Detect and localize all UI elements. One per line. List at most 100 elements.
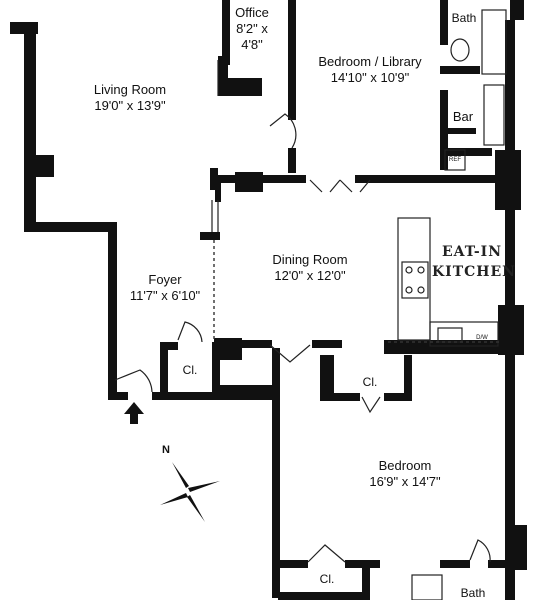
wall [280, 560, 308, 568]
wall-pier [505, 525, 527, 570]
bedroom-library-dims: 14'10" x 10'9" [330, 70, 410, 85]
kitchen-counter [429, 321, 499, 347]
dishwasher-label: D/W [476, 335, 488, 341]
wall [200, 232, 220, 240]
bathtub [481, 9, 507, 75]
door-swing [269, 344, 311, 363]
wall [272, 348, 280, 598]
wall [24, 222, 116, 232]
bathtub [411, 574, 443, 600]
wall [440, 148, 492, 156]
bar-counter [483, 84, 505, 146]
door-swing [309, 179, 371, 193]
bath-top-label: Bath [451, 11, 477, 25]
dining-room-name: Dining Room [272, 252, 348, 267]
fridge [444, 149, 466, 171]
wall [24, 22, 36, 227]
wall [212, 342, 220, 392]
wall [288, 148, 296, 173]
wall [278, 592, 370, 600]
wall [488, 560, 508, 568]
wall [440, 66, 480, 74]
foyer-label: Foyer 11'7" x 6'10" [115, 272, 215, 304]
window [211, 200, 219, 232]
wall-pier [10, 22, 38, 34]
bath-bottom-label: Bath [460, 586, 486, 600]
wall [108, 222, 117, 392]
wall [440, 128, 476, 134]
living-room-dims: 19'0" x 13'9" [94, 98, 166, 113]
wall-pier [30, 155, 54, 177]
wall [160, 342, 168, 392]
wall [404, 355, 412, 401]
wall [215, 182, 221, 202]
entry-arrow [124, 402, 144, 424]
dining-room-label: Dining Room 12'0" x 12'0" [255, 252, 365, 284]
office-name: Office [235, 5, 269, 20]
kitchen-line2: KITCHEN [432, 264, 516, 280]
compass-star [187, 495, 205, 522]
bedroom-library-label: Bedroom / Library 14'10" x 10'9" [300, 54, 440, 86]
closet-mid-label: Cl. [362, 375, 378, 389]
fridge-label: REF [449, 157, 461, 163]
wall [210, 168, 218, 190]
bedroom-library-name: Bedroom / Library [318, 54, 422, 69]
living-room-label: Living Room 19'0" x 13'9" [75, 82, 185, 114]
wall [440, 0, 448, 45]
wall [510, 0, 524, 20]
wall [355, 175, 495, 183]
compass-star [172, 462, 189, 488]
burner [417, 286, 425, 294]
wall [320, 355, 334, 397]
closet-foyer-label: Cl. [182, 363, 198, 377]
kitchen-counter [397, 217, 431, 341]
toilet [450, 38, 470, 62]
bedroom-dims: 16'9" x 14'7" [369, 474, 441, 489]
foyer-dims: 11'7" x 6'10" [129, 288, 201, 303]
door-swing [361, 396, 381, 414]
wall [108, 392, 128, 400]
kitchen-label: EAT-IN KITCHEN [432, 242, 516, 282]
wall [384, 340, 504, 354]
door-swing [269, 113, 297, 149]
bar-label: Bar [452, 109, 474, 124]
wall [440, 560, 470, 568]
wall-pier [495, 150, 521, 210]
kitchen-line1: EAT-IN [441, 244, 503, 260]
wall [242, 340, 272, 348]
wall [152, 392, 278, 400]
wall [312, 340, 342, 348]
wall [216, 175, 306, 183]
office-dim-w: 8'2" x [236, 21, 268, 36]
wall [222, 0, 230, 65]
office-label: Office 8'2" x 4'8" [222, 5, 282, 53]
compass-star [188, 481, 220, 492]
door-swing [177, 321, 203, 343]
sink [437, 327, 463, 343]
wall [362, 560, 370, 600]
wall [218, 385, 280, 393]
burner [417, 266, 425, 274]
stove [401, 261, 429, 299]
dining-room-dims: 12'0" x 12'0" [274, 268, 346, 283]
closet-bottom-label: Cl. [319, 572, 335, 586]
foyer-name: Foyer [148, 272, 182, 287]
door-swing [307, 544, 346, 563]
office-dim-h: 4'8" [241, 37, 263, 52]
door-swing [114, 369, 153, 393]
door-swing [469, 539, 491, 563]
bedroom-label: Bedroom 16'9" x 14'7" [350, 458, 460, 490]
wall [218, 56, 228, 96]
burner [405, 266, 413, 274]
wall [288, 0, 296, 120]
compass-star [160, 493, 188, 505]
living-room-name: Living Room [93, 82, 167, 97]
wall [320, 393, 360, 401]
wall [218, 78, 262, 96]
wall [384, 393, 412, 401]
bedroom-name: Bedroom [378, 458, 432, 473]
compass-north-label: N [162, 444, 170, 456]
burner [405, 286, 413, 294]
wall [214, 338, 242, 360]
